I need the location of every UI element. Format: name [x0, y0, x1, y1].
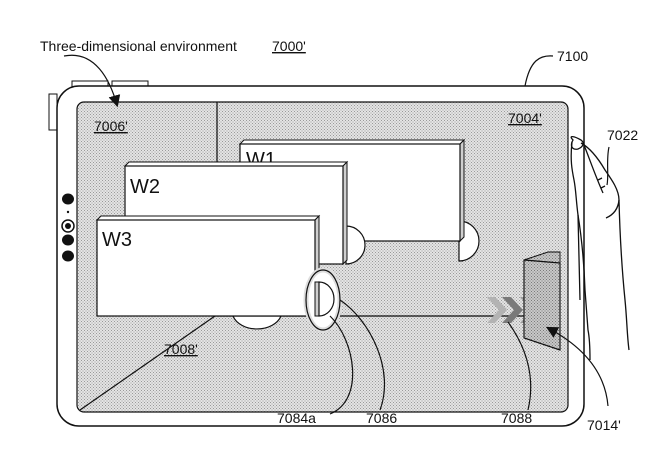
- sensor-dot: [62, 250, 74, 262]
- device-side-button: [48, 93, 58, 131]
- arrow-to-7014: [545, 326, 609, 407]
- leader-lines: [63, 54, 610, 415]
- w3-title: W3: [102, 229, 132, 251]
- caption-label: Three-dimensional environment: [40, 38, 237, 54]
- caption-ref-7000: 7000': [272, 38, 306, 54]
- ref-7086: 7086: [366, 410, 397, 426]
- device-sensors: [61, 193, 75, 262]
- hand-7022: [570, 135, 630, 361]
- ref-7008: 7008': [164, 341, 198, 357]
- ref-7100: 7100: [557, 48, 588, 64]
- chevron-right-icon: [502, 297, 523, 323]
- sensor-dot: [62, 193, 74, 205]
- chevron-right-icon: [487, 297, 507, 323]
- grabber-7084a[interactable]: [303, 267, 343, 333]
- grabber-handle[interactable]: [318, 281, 335, 317]
- leader-7084a: [329, 315, 354, 415]
- ref-7006: 7006': [94, 118, 128, 134]
- ref-7014: 7014': [587, 417, 621, 433]
- w2-handle[interactable]: [345, 225, 366, 265]
- w3-body[interactable]: [96, 219, 316, 317]
- sensor-dot: [62, 234, 74, 246]
- leader-7022: [606, 146, 610, 186]
- leader-7088: [507, 321, 532, 411]
- ref-7004: 7004': [508, 110, 542, 126]
- leader-7086: [339, 299, 385, 411]
- w3-floor-handle[interactable]: [232, 315, 282, 330]
- object-front-face[interactable]: [523, 259, 561, 351]
- arrow-to-7006: [63, 54, 121, 108]
- w2-title: W2: [130, 176, 160, 198]
- object-7014[interactable]: [523, 251, 561, 351]
- floor-edge-line: [79, 315, 216, 411]
- ref-7022: 7022: [607, 127, 638, 143]
- window-w3[interactable]: W3: [95, 214, 321, 318]
- leader-7100: [524, 55, 554, 87]
- sensor-dot-small: [66, 210, 70, 214]
- ref-7084a: 7084a: [277, 410, 316, 426]
- ref-7088: 7088: [501, 410, 532, 426]
